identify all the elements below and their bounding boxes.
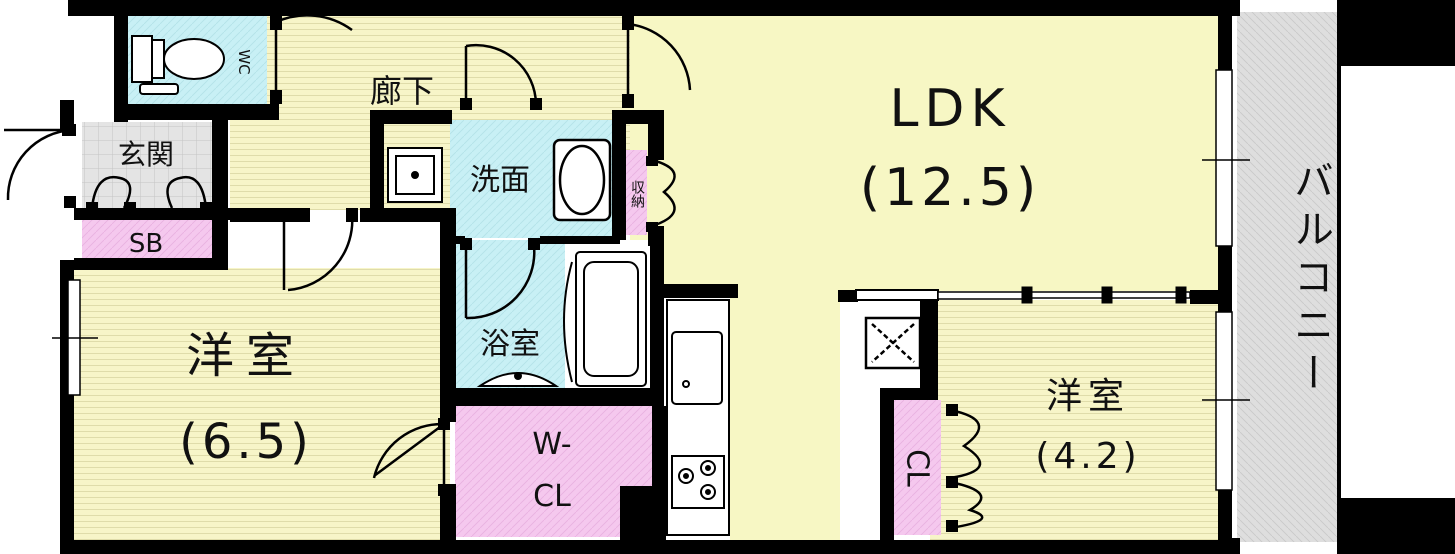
stove — [671, 455, 725, 509]
shoe-box-floor — [82, 218, 212, 260]
western-small-floor — [930, 300, 1225, 540]
storage-floor — [625, 150, 647, 235]
ldk-floor-lower — [730, 290, 840, 540]
walls — [60, 0, 1455, 554]
washbasin — [552, 138, 612, 222]
wcl-label-line2: CL — [533, 479, 571, 514]
balcony-label: バルコニー — [1287, 160, 1333, 400]
corridor-label: 廊下 — [370, 72, 434, 110]
western-main-size: (6.5) — [179, 414, 313, 470]
bath-floor — [455, 240, 565, 390]
refrigerator-space — [864, 316, 922, 370]
entrance-label: 玄関 — [118, 138, 174, 171]
storage-label: 収納 — [629, 180, 645, 209]
washroom-label: 洗面 — [470, 163, 530, 198]
shower-drain — [476, 372, 560, 387]
toilet — [131, 35, 225, 95]
windows — [52, 69, 1250, 491]
ldk-label: LDK — [889, 79, 1010, 139]
shoe-box-label: SB — [129, 229, 163, 259]
ldk-floor — [630, 16, 1225, 291]
floor-fills — [70, 12, 1337, 542]
washing-machine-pan — [387, 147, 443, 203]
wc-label: WC — [235, 49, 253, 74]
kitchen-sink — [671, 331, 723, 405]
closet-label: CL — [900, 449, 935, 487]
ldk-size: (12.5) — [860, 158, 1040, 218]
door-hinges — [62, 16, 958, 532]
doors — [4, 14, 984, 530]
western-small-label: 洋室 — [1046, 376, 1130, 417]
bath-label: 浴室 — [480, 327, 540, 362]
western-main-label: 洋室 — [186, 328, 306, 384]
western-small-size: (4.2) — [1035, 436, 1140, 477]
entrance-floor — [82, 122, 212, 208]
bathtub — [563, 251, 647, 387]
window-small-room — [1215, 311, 1233, 491]
balcony-floor — [1237, 12, 1337, 542]
window-ldk — [1215, 69, 1233, 247]
labels: LDK (12.5) 洋室 (6.5) 洋室 (4.2) 廊下 玄関 SB WC… — [118, 49, 1333, 514]
sliding-door — [855, 286, 1191, 304]
western-main-floor — [70, 268, 450, 540]
closet-floor — [893, 400, 941, 535]
wcl-label-line1: W- — [532, 427, 571, 462]
